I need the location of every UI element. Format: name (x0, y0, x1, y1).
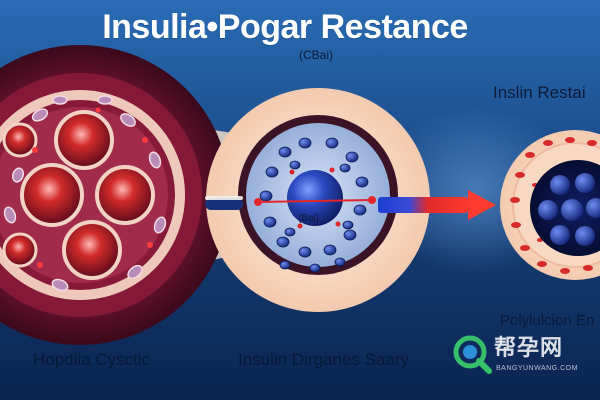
right-cell-nuclei (538, 173, 600, 246)
center-cell (205, 88, 430, 312)
watermark-text: 帮孕网 (494, 336, 564, 361)
page-subtitle: (CBai) (298, 48, 333, 62)
page-title: Insulia•Pogar Restance (102, 8, 468, 46)
arrow-right (378, 190, 496, 220)
watermark-subtext: BANGYUNWANG.COM (496, 365, 578, 372)
magnifier-logo-icon (453, 335, 492, 374)
center-cell-label: (Bai) (298, 213, 320, 224)
caption-center: Insulin Dirganes Saary (238, 350, 410, 369)
left-cell (0, 45, 230, 345)
left-cell-pods (2, 110, 155, 280)
caption-right-bottom: Polylulcion En (500, 312, 595, 329)
right-cell (500, 130, 600, 280)
caption-right-top: Inslin Restai (493, 83, 586, 102)
left-cell-dots (32, 107, 153, 268)
left-cell-granules (3, 95, 167, 292)
center-cell-nucleus (287, 170, 343, 226)
right-cell-speckles (510, 137, 597, 274)
caption-left: Hopdlia Cysctic (33, 350, 151, 369)
center-cell-granules (259, 137, 369, 273)
watermark: 帮孕网 BANGYUNWANG.COM (446, 330, 596, 382)
